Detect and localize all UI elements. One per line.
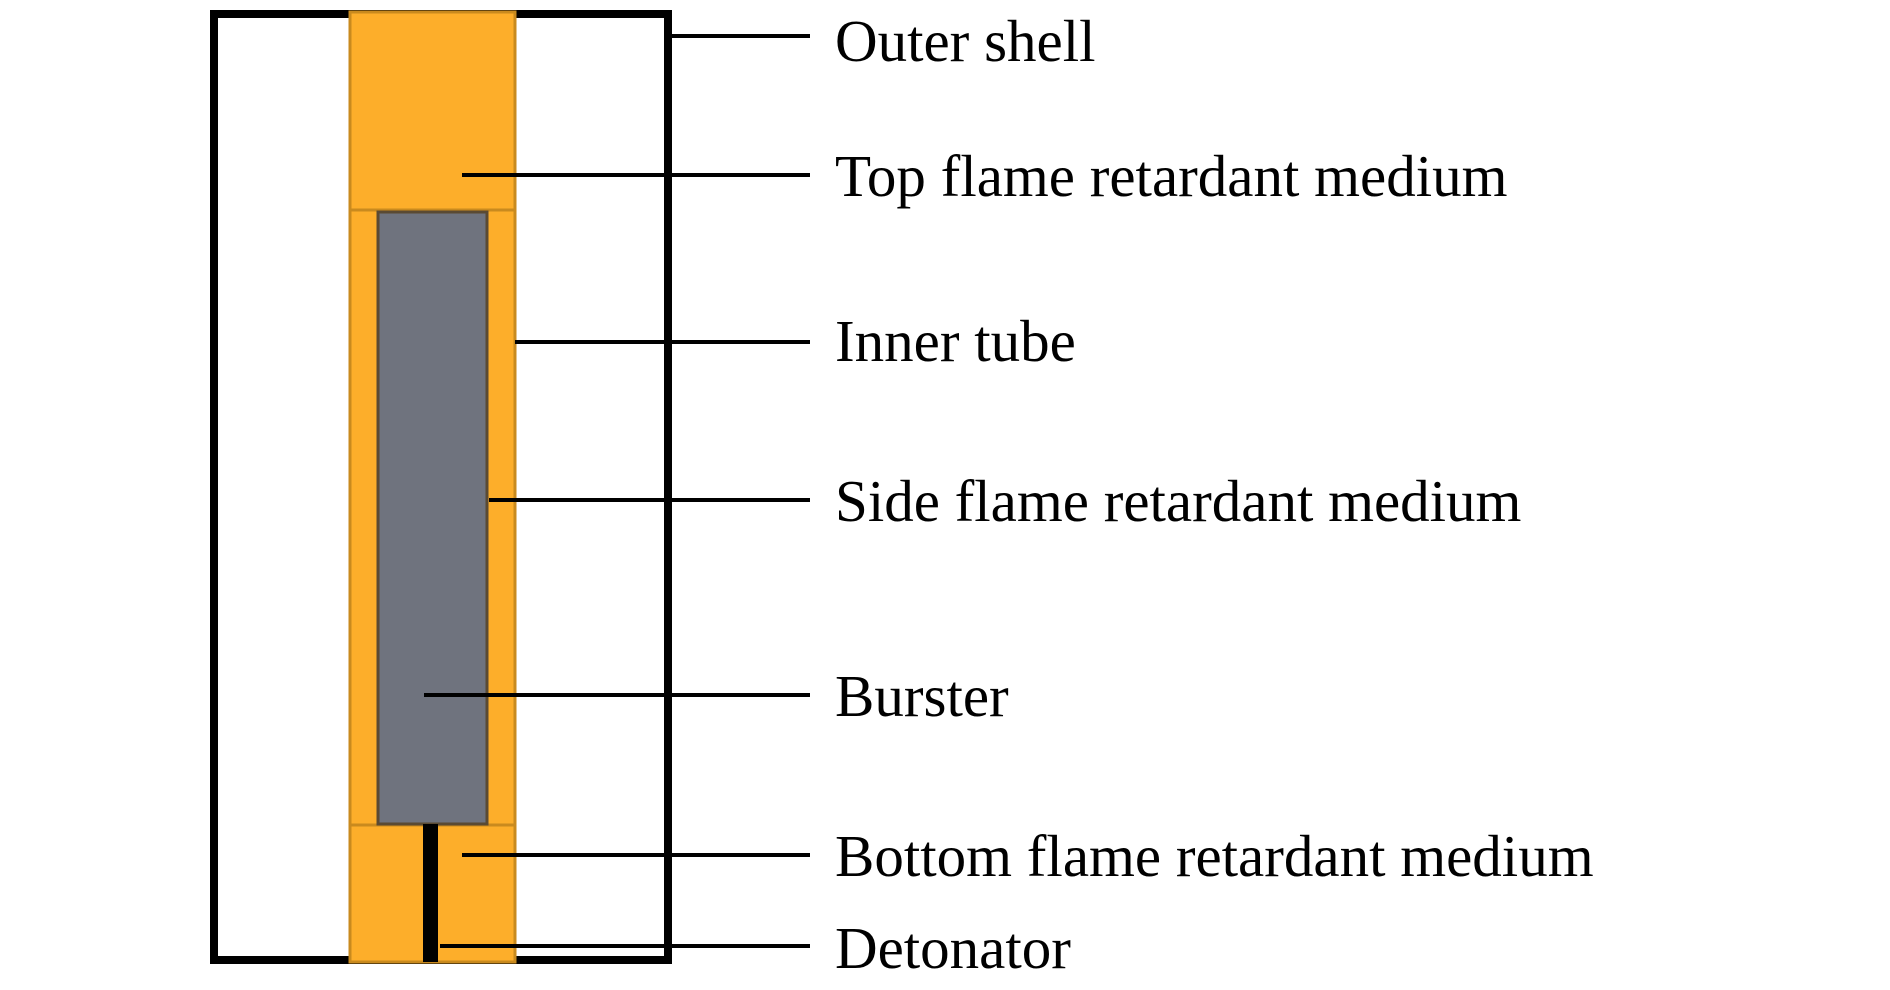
leader-lines — [424, 34, 810, 948]
label-bottom-medium: Bottom flame retardant medium — [835, 823, 1594, 889]
label-top-medium: Top flame retardant medium — [835, 143, 1507, 209]
burster-body — [376, 210, 489, 826]
label-side-medium: Side flame retardant medium — [835, 468, 1521, 534]
label-outer-shell: Outer shell — [835, 8, 1096, 74]
detonator-wire — [423, 824, 438, 962]
label-burster: Burster — [835, 663, 1009, 729]
label-detonator: Detonator — [835, 915, 1071, 981]
label-inner-tube: Inner tube — [835, 308, 1076, 374]
